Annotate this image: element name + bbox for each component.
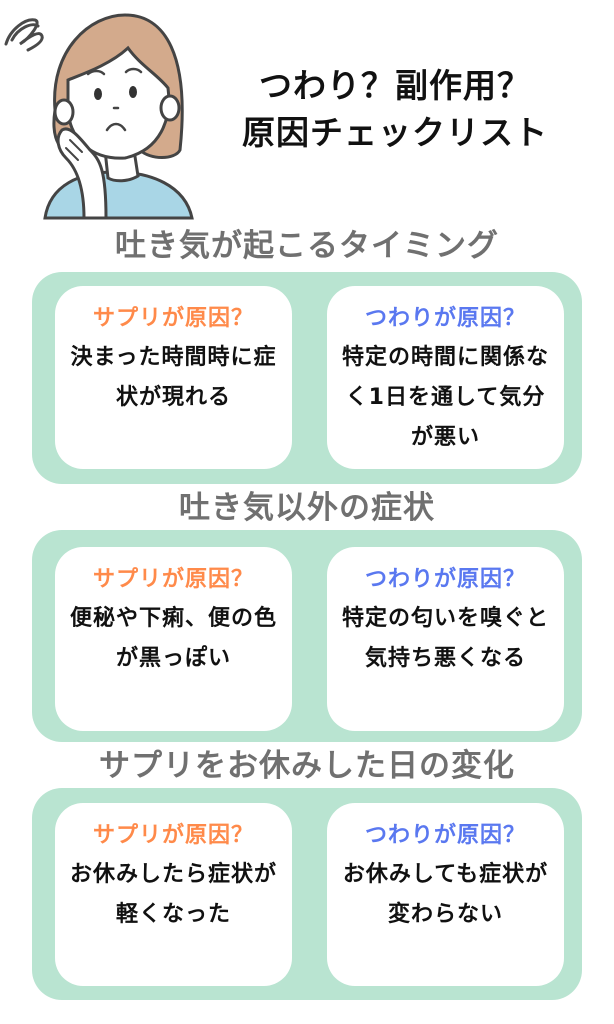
supplement-cause-card: サプリが原因？ 決まった時間時に症状が現れる — [55, 286, 292, 469]
worried-woman-illustration — [0, 0, 205, 220]
supplement-cause-card: サプリが原因？ 便秘や下痢、便の色が黒っぽい — [55, 547, 292, 731]
section-panel-other-symptoms: サプリが原因？ 便秘や下痢、便の色が黒っぽい つわりが原因？ 特定の匂いを嗅ぐと… — [32, 530, 582, 742]
tsuwari-cause-label: つわりが原因？ — [364, 823, 526, 848]
section-heading-timing: 吐き気が起こるタイミング — [115, 228, 499, 264]
section-panel-timing: サプリが原因？ 決まった時間時に症状が現れる つわりが原因？ 特定の時間に関係な… — [32, 272, 582, 484]
section-panel-rest-day-change: サプリが原因？ お休みしたら症状が軽くなった つわりが原因？ お休みしても症状が… — [32, 788, 582, 1000]
section-heading-other-symptoms: 吐き気以外の症状 — [179, 490, 435, 526]
supplement-cause-text: お休みしたら症状が軽くなった — [69, 862, 277, 927]
tsuwari-cause-text: お休みしても症状が変わらない — [342, 862, 549, 927]
tsuwari-cause-card: つわりが原因？ お休みしても症状が変わらない — [327, 803, 564, 986]
supplement-cause-text: 便秘や下痢、便の色が黒っぽい — [69, 606, 277, 671]
tsuwari-cause-text: 特定の時間に関係なく1日を通して気分が悪い — [341, 345, 549, 450]
page-title: つわり？副作用？ 原因チェックリスト — [225, 62, 565, 156]
tsuwari-cause-label: つわりが原因？ — [364, 567, 526, 592]
tsuwari-cause-card: つわりが原因？ 特定の時間に関係なく1日を通して気分が悪い — [327, 286, 564, 469]
worry-swirl-icon — [4, 18, 44, 52]
section-heading-rest-day-change: サプリをお休みした日の変化 — [99, 748, 515, 784]
supplement-cause-card: サプリが原因？ お休みしたら症状が軽くなった — [55, 803, 292, 986]
tsuwari-cause-card: つわりが原因？ 特定の匂いを嗅ぐと気持ち悪くなる — [327, 547, 564, 731]
tsuwari-cause-text: 特定の匂いを嗅ぐと気持ち悪くなる — [341, 606, 549, 671]
title-line-2: 原因チェックリスト — [242, 113, 548, 152]
supplement-cause-label: サプリが原因？ — [92, 306, 254, 331]
tsuwari-cause-label: つわりが原因？ — [364, 306, 526, 331]
supplement-cause-label: サプリが原因？ — [92, 567, 254, 592]
title-line-1: つわり？副作用？ — [259, 66, 531, 105]
supplement-cause-text: 決まった時間時に症状が現れる — [70, 345, 277, 410]
supplement-cause-label: サプリが原因？ — [92, 823, 254, 848]
